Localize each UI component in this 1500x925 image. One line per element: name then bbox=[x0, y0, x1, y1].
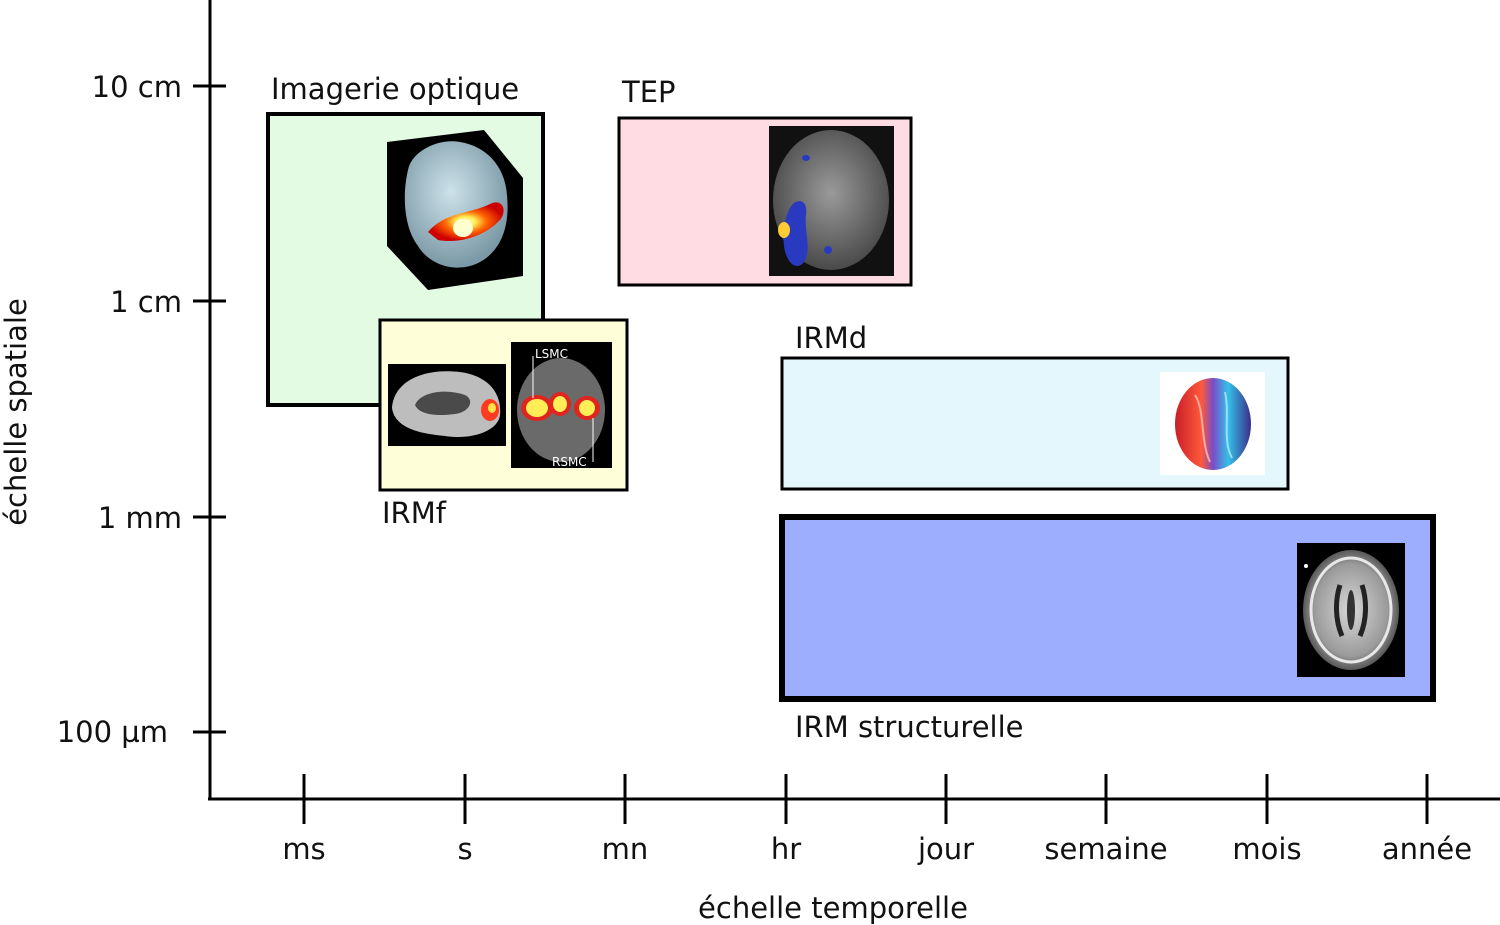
x-tick-label: ms bbox=[282, 832, 325, 866]
x-tick-label: mois bbox=[1232, 832, 1301, 866]
y-tick-label: 1 cm bbox=[110, 285, 182, 319]
optique-label: Imagerie optique bbox=[271, 72, 519, 106]
dti-tractography-image bbox=[1160, 372, 1265, 475]
modality-irm-structurelle: IRM structurelle bbox=[779, 514, 1436, 744]
y-tick-label: 10 cm bbox=[92, 70, 182, 104]
x-axis-label: échelle temporelle bbox=[698, 891, 968, 925]
x-tick-label: s bbox=[457, 832, 472, 866]
modality-irmd: IRMd bbox=[780, 321, 1290, 491]
optical-brain-image bbox=[387, 130, 523, 290]
y-axis-label: échelle spatiale bbox=[0, 298, 33, 526]
y-tick-label: 1 mm bbox=[98, 501, 182, 535]
irmd-label: IRMd bbox=[795, 321, 867, 355]
tep-label: TEP bbox=[621, 75, 676, 109]
irmf-label: IRMf bbox=[382, 496, 447, 530]
rsmc-label: RSMC bbox=[552, 455, 587, 469]
y-tick-label: 100 µm bbox=[57, 715, 168, 749]
fmri-axial-image: LSMC RSMC bbox=[511, 342, 612, 469]
x-tick-label: semaine bbox=[1044, 832, 1167, 866]
lsmc-label: LSMC bbox=[535, 347, 568, 361]
modality-irmf: IRMf LSMC RSMC bbox=[378, 318, 629, 530]
irms-label: IRM structurelle bbox=[795, 710, 1024, 744]
x-tick-label: année bbox=[1382, 832, 1472, 866]
x-tick-label: mn bbox=[602, 832, 649, 866]
fmri-sagittal-image bbox=[388, 364, 506, 446]
x-tick-label: jour bbox=[917, 832, 974, 866]
x-tick-label: hr bbox=[771, 832, 801, 866]
pet-scan-image bbox=[769, 126, 894, 276]
modality-tep: TEP bbox=[617, 75, 913, 287]
structural-mri-image bbox=[1297, 543, 1405, 677]
